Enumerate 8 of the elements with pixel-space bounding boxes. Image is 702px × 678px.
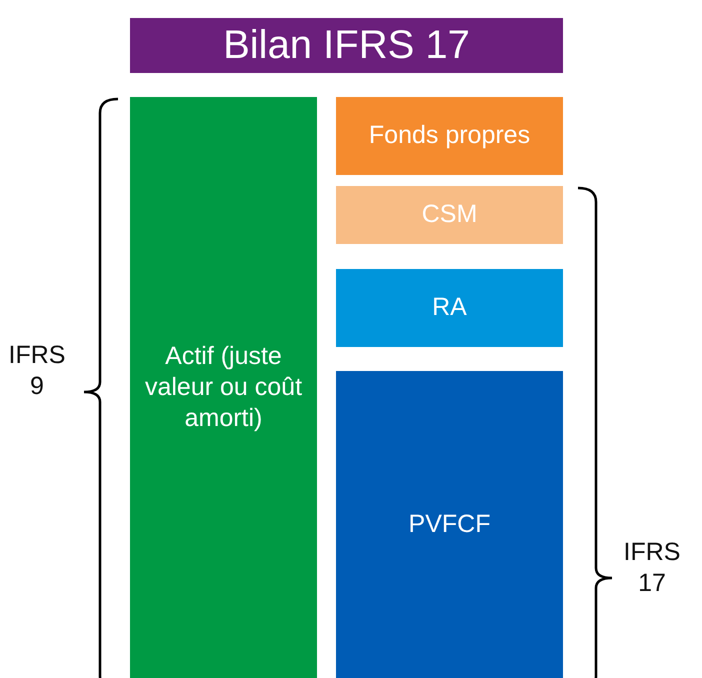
balance-sheet-block: RA [336,269,563,347]
balance-sheet-block: CSM [336,186,563,244]
title-banner: Bilan IFRS 17 [130,18,563,73]
standard-label: IFRS 9 [8,340,66,402]
balance-sheet-block: PVFCF [336,371,563,678]
balance-sheet-block: Fonds propres [336,97,563,175]
standard-label: IFRS 17 [622,537,682,600]
balance-sheet-block: Actif (juste valeur ou coût amorti) [130,97,317,678]
